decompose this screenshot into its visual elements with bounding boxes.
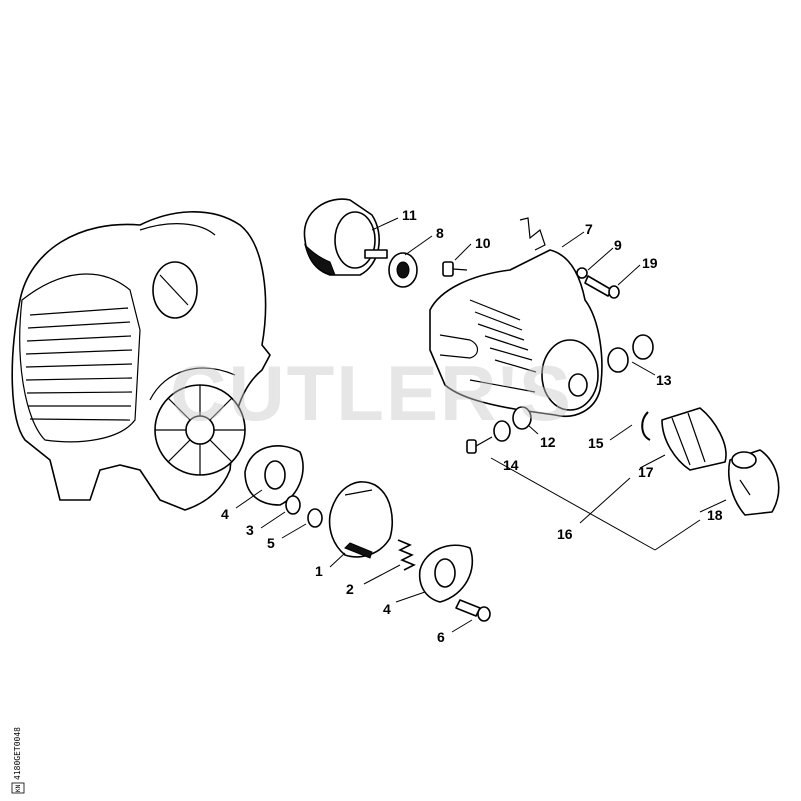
callout-4-left: 4 — [221, 506, 229, 522]
clutch-shoes-1-icon — [328, 481, 393, 559]
callout-3: 3 — [246, 522, 254, 538]
screw-14-icon — [466, 436, 493, 454]
washer-5-icon — [307, 508, 323, 528]
callout-13: 13 — [656, 372, 672, 388]
callout-10: 10 — [475, 235, 491, 251]
drawing-code-suffix: KN — [15, 784, 22, 792]
callout-12: 12 — [540, 434, 556, 450]
spring-2-icon — [397, 539, 416, 571]
carrier-plate-4b-icon — [418, 544, 474, 603]
callout-7: 7 — [585, 221, 593, 237]
sleeve-17-icon — [661, 407, 727, 471]
ball-bearing-icon — [388, 252, 418, 288]
drawing-code-text: 4180GET0048 — [13, 727, 22, 780]
engine-housing-icon — [11, 211, 271, 511]
watermark-text: CUTLER'S — [170, 349, 573, 437]
drawing-code-box — [11, 782, 25, 794]
circlip-15-icon — [641, 411, 651, 441]
callout-5: 5 — [267, 535, 275, 551]
engine-cooling-fins — [25, 307, 133, 421]
clutch-drum-icon — [303, 198, 388, 276]
callout-14: 14 — [503, 457, 519, 473]
callout-17: 17 — [638, 464, 654, 480]
callout-11: 11 — [402, 207, 417, 223]
callout-19: 19 — [642, 255, 658, 271]
callout-18: 18 — [707, 507, 723, 523]
screw-10-icon — [442, 261, 468, 277]
carrier-plate-4a-icon — [244, 445, 304, 506]
screw-6-icon — [455, 599, 491, 622]
callout-15: 15 — [588, 435, 604, 451]
callout-1: 1 — [315, 563, 323, 579]
housing-ribs — [469, 299, 537, 393]
clutch-housing-icon — [429, 217, 603, 417]
spacer-3-icon — [285, 495, 301, 515]
callout-9: 9 — [614, 237, 622, 253]
screw-19-icon — [584, 275, 620, 299]
callout-8: 8 — [436, 225, 444, 241]
drawing-code: 4180GET0048 KN — [11, 727, 25, 794]
callout-6: 6 — [437, 629, 445, 645]
callout-labels: 11 8 10 7 9 19 13 12 15 14 17 18 16 4 3 … — [221, 207, 723, 645]
sleeve-12-icon — [493, 406, 532, 442]
callout-2: 2 — [346, 581, 354, 597]
flywheel-fan — [154, 384, 246, 476]
sleeve-13-icon — [607, 334, 654, 373]
callout-16: 16 — [557, 526, 573, 542]
clamp-18-icon — [728, 449, 780, 516]
callout-4-right: 4 — [383, 601, 391, 617]
leader-lines — [235, 217, 727, 633]
